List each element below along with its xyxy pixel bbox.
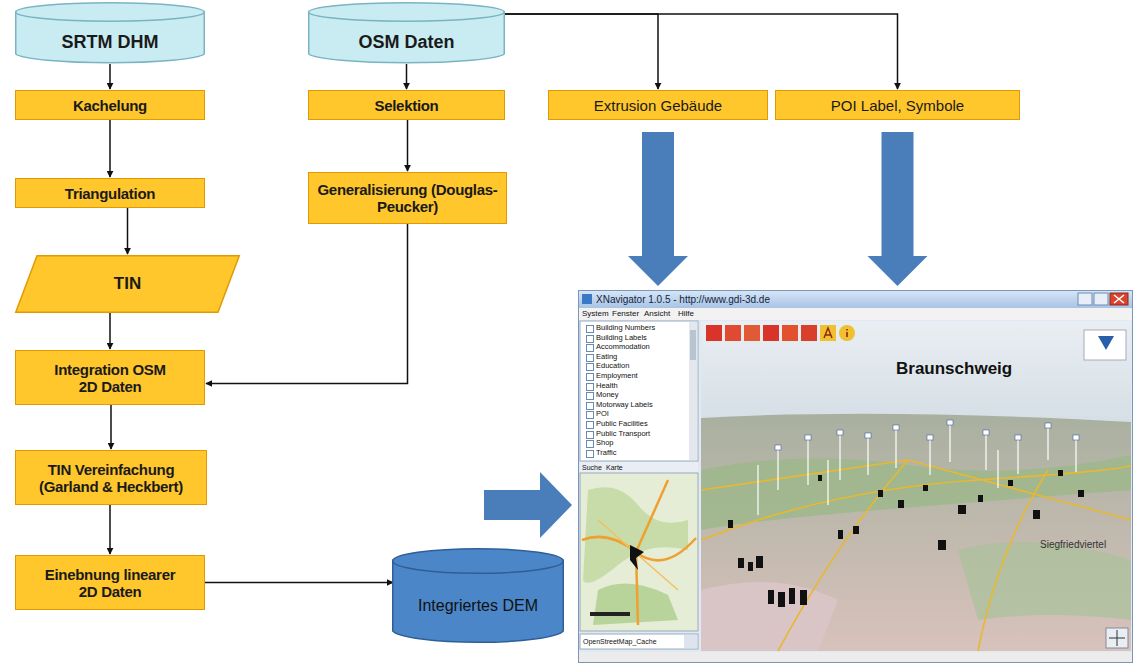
node-label: Triangulation [65,185,155,202]
flow-arrow [205,582,393,584]
flow-arrow [109,505,111,554]
screen-label: Traffic [586,449,616,457]
node-label: Generalisierung (Douglas-Peucker) [315,181,500,215]
data-parallelogram: TIN [15,255,240,313]
screen-label: Building Labels [586,334,647,342]
process-box: Integration OSM 2D Daten [15,350,205,405]
screen-label: Suche [582,464,602,471]
screen-label: POI [586,410,609,418]
screen-label: OpenStreetMap_Cache [583,638,657,645]
node-label: Integration OSM 2D Daten [51,361,169,395]
screen-label: Siegfriedviertel [1040,540,1106,550]
block-arrow [868,132,928,286]
flow-arrow [206,224,408,384]
screen-label: Eating [586,353,617,361]
screen-label: Health [586,382,618,390]
block-arrow [484,472,572,538]
node-label: OSM Daten [358,32,454,53]
screen-label: Motorway Labels [586,401,653,409]
node-label: Einebnung linearer 2D Daten [40,566,180,600]
screen-label: Karte [606,464,623,471]
node-label: TIN [114,274,141,294]
flow-arrow [109,313,111,349]
node-label: Extrusion Gebäude [594,97,722,114]
flow-arrow [467,14,898,89]
process-box: Kachelung [15,90,205,120]
flow-arrow [110,405,112,449]
node-label: Kachelung [73,97,147,114]
process-box: Extrusion Gebäude [548,90,768,120]
node-label: Integriertes DEM [418,597,538,615]
screen-label: Accommodation [586,343,650,351]
data-source-cylinder: OSM Daten [308,2,505,64]
flow-arrow [406,64,408,89]
screen-label: Fenster [612,310,639,318]
screen-label: Public Facilities [586,420,648,428]
node-label: Selektion [375,97,439,114]
process-box: Einebnung linearer 2D Daten [15,555,205,610]
node-label: POI Label, Symbole [831,97,964,114]
screen-label: Money [586,391,619,399]
process-box: Generalisierung (Douglas-Peucker) [308,172,507,224]
screenshot-illustration [578,290,1133,663]
screen-label: Braunschweig [896,360,1012,377]
screen-label: Ansicht [644,310,670,318]
flow-arrow [407,120,409,171]
application-window: XNavigator 1.0.5 - http://www.gdi-3d.deS… [578,290,1133,663]
screen-label: Building Numbers [586,324,655,332]
screen-label: Education [586,362,629,370]
block-arrow [628,132,688,286]
database-cylinder: Integriertes DEM [392,548,564,644]
process-box: POI Label, Symbole [775,90,1020,120]
screen-label: Public Transport [586,430,650,438]
screen-label: System [582,310,609,318]
flow-arrow [127,208,129,254]
flow-arrow [109,64,111,89]
cylinder-outline [392,548,564,644]
process-box: Selektion [308,90,505,120]
screen-label: Employment [586,372,638,380]
process-box: TIN Vereinfachung (Garland & Heckbert) [15,450,207,505]
window-title: XNavigator 1.0.5 - http://www.gdi-3d.de [596,294,770,305]
flow-arrow [109,120,111,177]
node-label: TIN Vereinfachung (Garland & Heckbert) [22,461,200,495]
node-label: SRTM DHM [62,32,159,53]
screen-label: Shop [586,439,614,447]
screen-label: Hilfe [678,310,694,318]
data-source-cylinder: SRTM DHM [15,2,205,64]
process-box: Triangulation [15,178,205,208]
